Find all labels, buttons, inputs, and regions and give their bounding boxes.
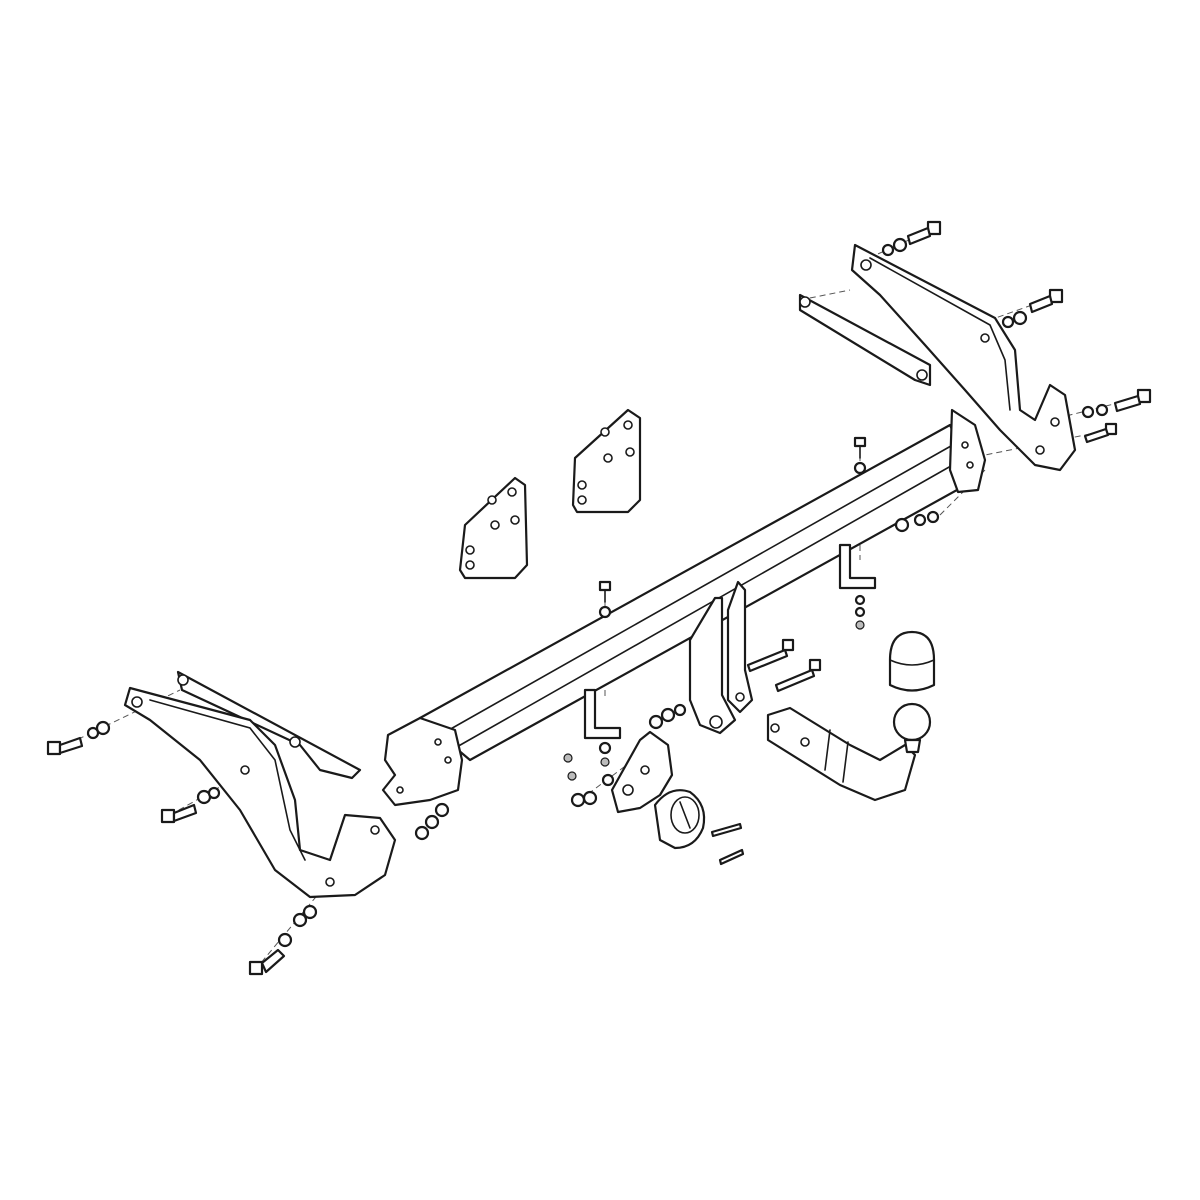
bolt: [1083, 422, 1118, 444]
screw: [718, 848, 745, 866]
bolt: [906, 220, 942, 246]
bolt: [774, 658, 822, 693]
socket-bracket: [610, 730, 674, 814]
screw: [710, 822, 743, 838]
bolt: [746, 638, 795, 673]
center-hanger-right: [838, 543, 877, 590]
center-hanger-left: [583, 688, 622, 740]
bolt: [160, 803, 198, 824]
bolt: [1028, 288, 1064, 314]
bolt: [853, 436, 867, 459]
tow-ball-cap: [888, 630, 936, 692]
towbar-mounting-plates: [688, 580, 754, 735]
electrical-socket: [653, 789, 706, 850]
bolt: [598, 580, 612, 603]
right-mounting-bracket: [798, 243, 1077, 472]
bolt: [46, 736, 84, 756]
reinforcement-plate-right: [571, 408, 642, 514]
bolt: [248, 948, 286, 976]
reinforcement-plate-left: [458, 476, 529, 580]
tow-ball-neck: [766, 702, 932, 802]
left-mounting-bracket: [123, 670, 397, 899]
fasteners: [46, 220, 1152, 976]
main-crossbeam: [381, 408, 987, 807]
bolt: [1113, 388, 1152, 413]
